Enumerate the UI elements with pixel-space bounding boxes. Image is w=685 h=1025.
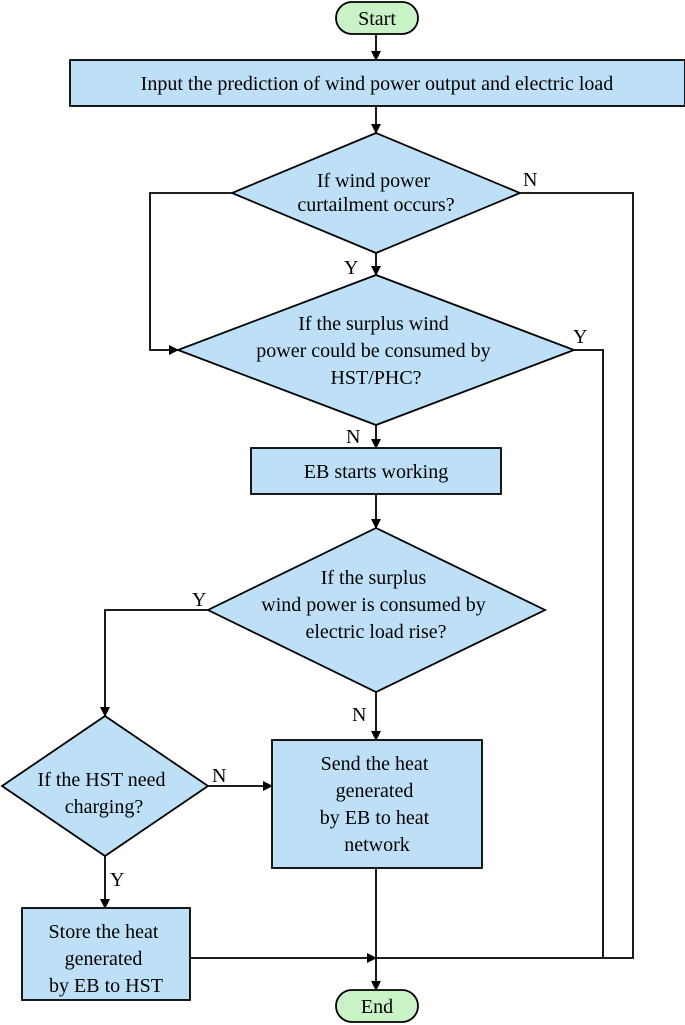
- label-hst-no: N: [212, 765, 226, 787]
- start-label: Start: [358, 8, 396, 30]
- store-heat-label: Store the heat generated by EB to HST: [49, 921, 164, 997]
- send-heat-box: [271, 739, 483, 869]
- label-hst-yes: Y: [110, 869, 124, 891]
- arrow-curtailment-no: [376, 192, 634, 959]
- label-curtailment-no: N: [523, 169, 537, 191]
- label-surplus-no: N: [346, 426, 360, 448]
- input-label: Input the prediction of wind power outpu…: [141, 73, 614, 95]
- load-rise-label: If the surplus wind power is consumed by…: [261, 567, 490, 643]
- start-terminal: [335, 1, 419, 35]
- label-load-no: N: [352, 704, 366, 726]
- label-surplus-yes: Y: [573, 326, 587, 348]
- curtailment-decision: [229, 132, 523, 254]
- input-box: [69, 59, 685, 107]
- send-heat-label: Send the heat generated by EB to heat ne…: [320, 753, 434, 856]
- end-label: End: [361, 996, 393, 1018]
- curtailment-label: If wind power curtailment occurs?: [297, 170, 454, 216]
- store-heat-box: [21, 907, 191, 1001]
- eb-start-label: EB starts working: [304, 461, 448, 483]
- arrow-surplus-yes: [574, 349, 604, 958]
- label-curtailment-yes: Y: [344, 257, 358, 279]
- surplus-consumed-label: If the surplus wind power could be consu…: [256, 313, 495, 389]
- arrow-load-yes: [100, 609, 208, 717]
- hst-need-label: If the HST need charging?: [38, 769, 171, 818]
- arrow-curtailment-loop: [149, 192, 232, 355]
- label-load-yes: Y: [192, 589, 206, 611]
